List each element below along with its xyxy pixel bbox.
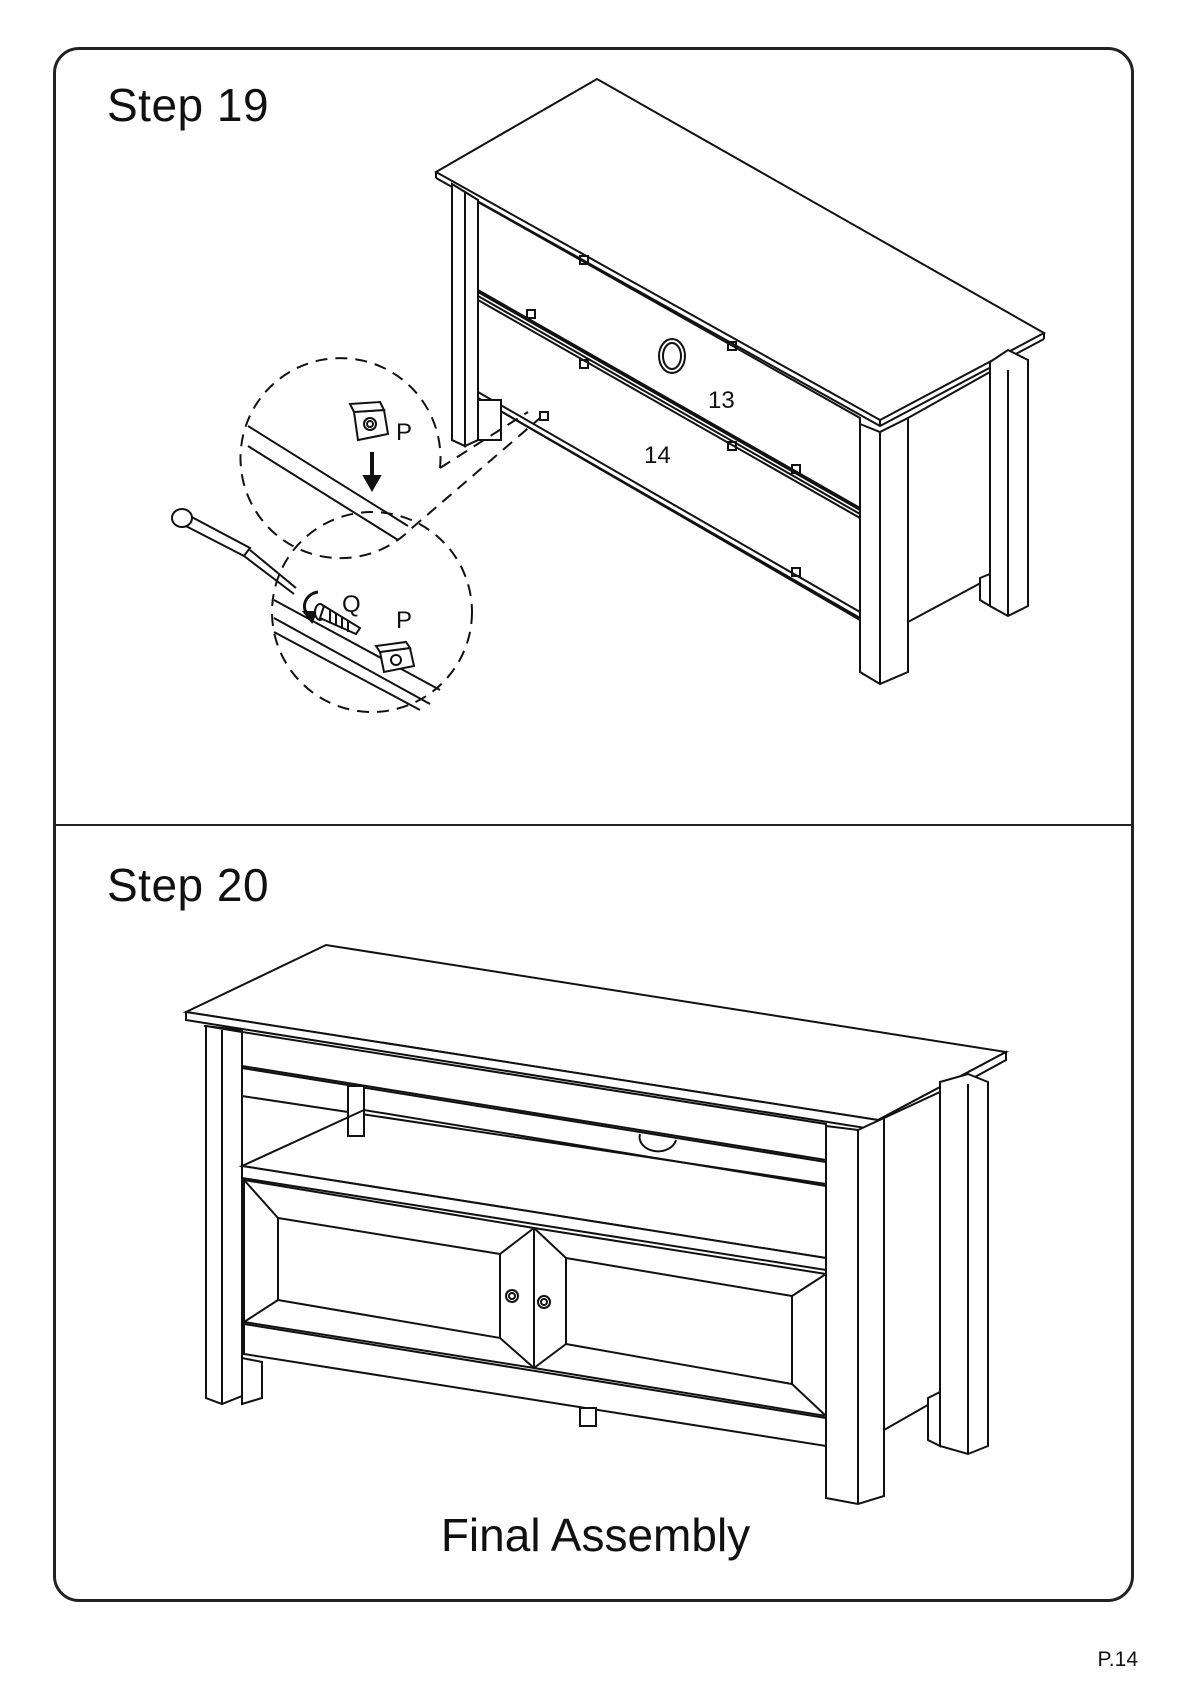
leg-right-front (826, 1118, 884, 1504)
page-number: P.14 (1098, 1648, 1139, 1672)
leg-left-front (206, 1026, 242, 1404)
side-panel-2 (884, 1092, 940, 1430)
leg-right-back (940, 1074, 988, 1454)
final-assembly-caption: Final Assembly (0, 1508, 1191, 1562)
